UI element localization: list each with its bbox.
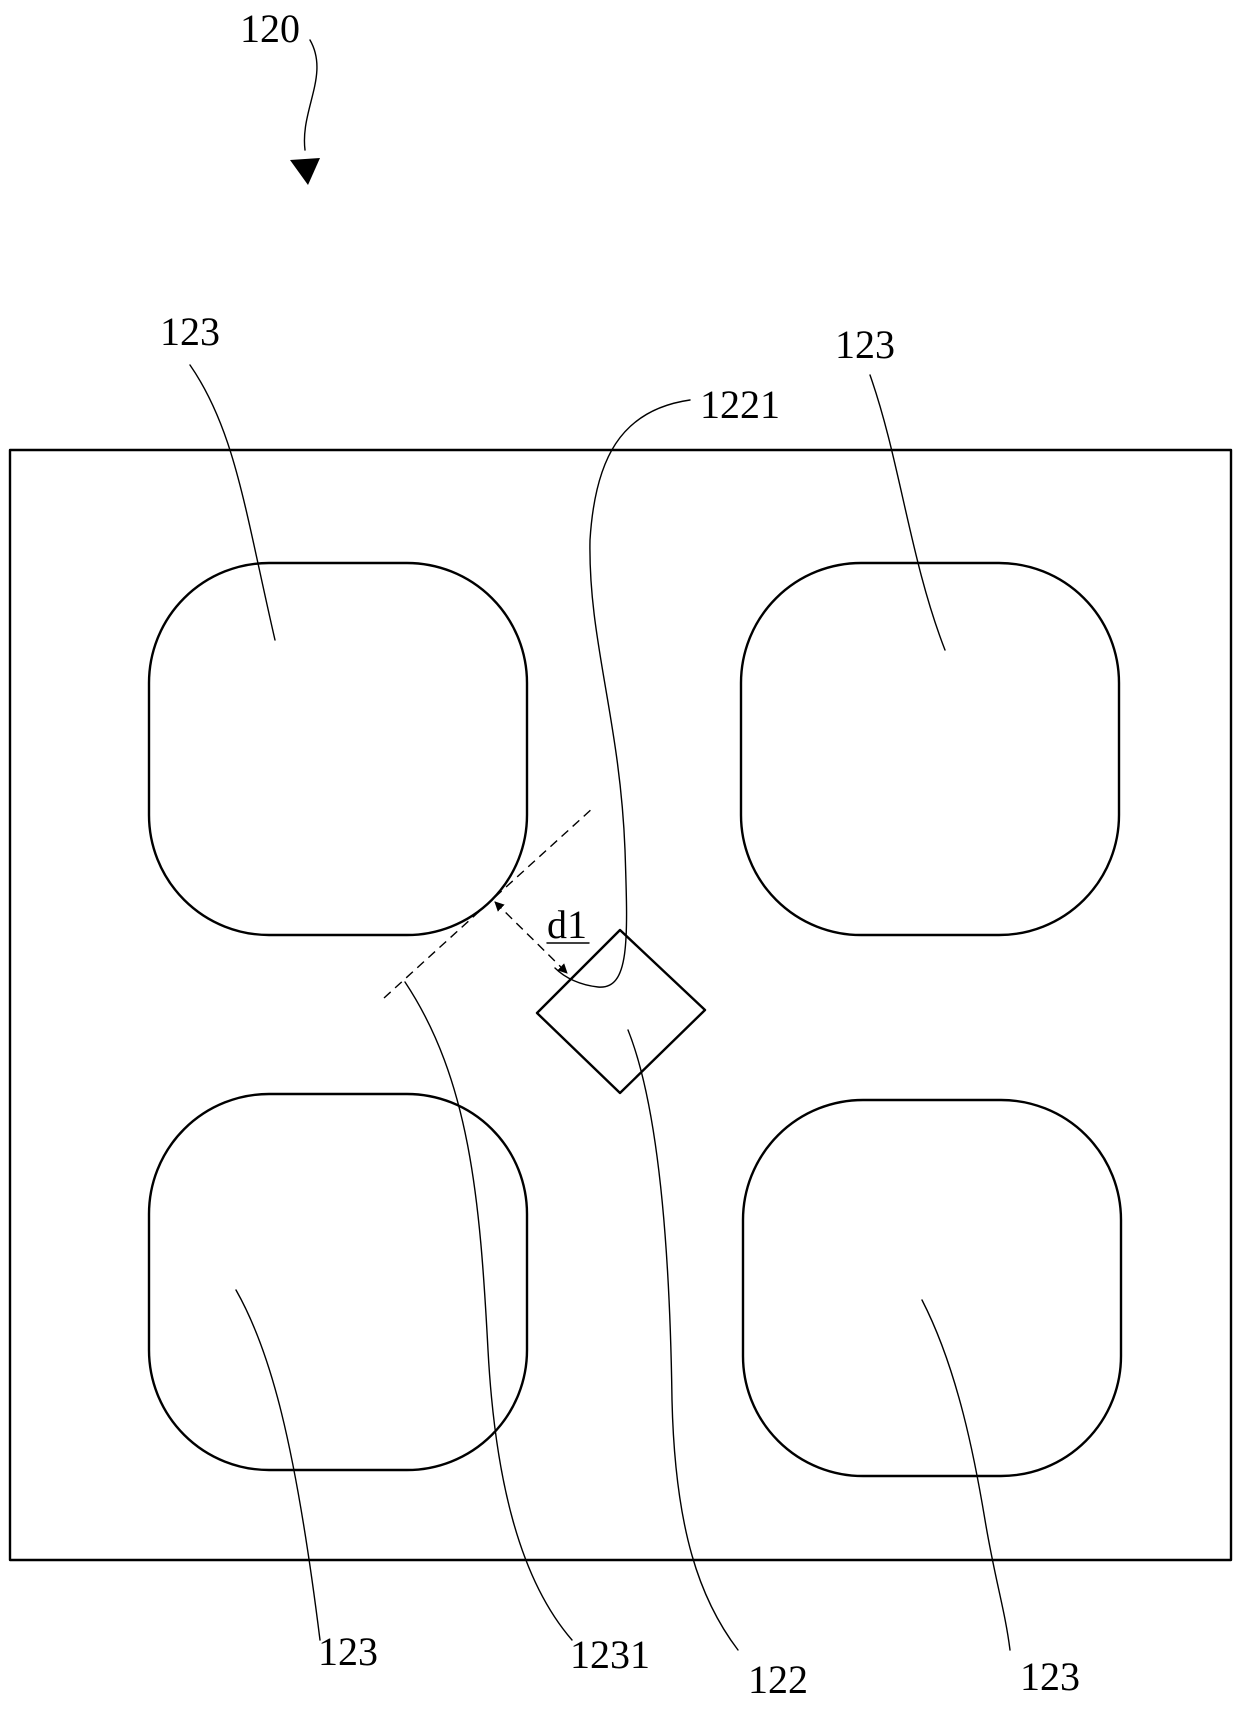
label-pad-bottom-right: 123 — [1020, 1654, 1080, 1699]
label-pad-top-left: 123 — [160, 309, 220, 354]
leader-pad-top-right — [870, 375, 945, 650]
chip-diamond — [537, 930, 705, 1093]
leader-pad-bottom-left — [236, 1290, 320, 1640]
assembly-leader — [304, 40, 317, 150]
label-chip: 122 — [748, 1657, 808, 1702]
distance-label: d1 — [547, 902, 587, 947]
pad-top-left — [149, 563, 527, 935]
pad-bottom-left — [149, 1094, 527, 1470]
leader-chip-edge — [555, 400, 690, 987]
pad-bottom-right — [743, 1100, 1121, 1476]
assembly-arrowhead — [290, 158, 320, 185]
assembly-label: 120 — [240, 6, 300, 51]
label-pad-top-right: 123 — [835, 322, 895, 367]
label-pad-edge: 1231 — [570, 1632, 650, 1677]
leader-pad-edge — [405, 982, 572, 1640]
label-pad-bottom-left: 123 — [318, 1629, 378, 1674]
label-chip-edge: 1221 — [700, 382, 780, 427]
pad-top-right — [741, 563, 1119, 935]
substrate-outline — [10, 450, 1231, 1560]
leader-pad-top-left — [190, 365, 275, 640]
leader-chip — [628, 1030, 738, 1650]
